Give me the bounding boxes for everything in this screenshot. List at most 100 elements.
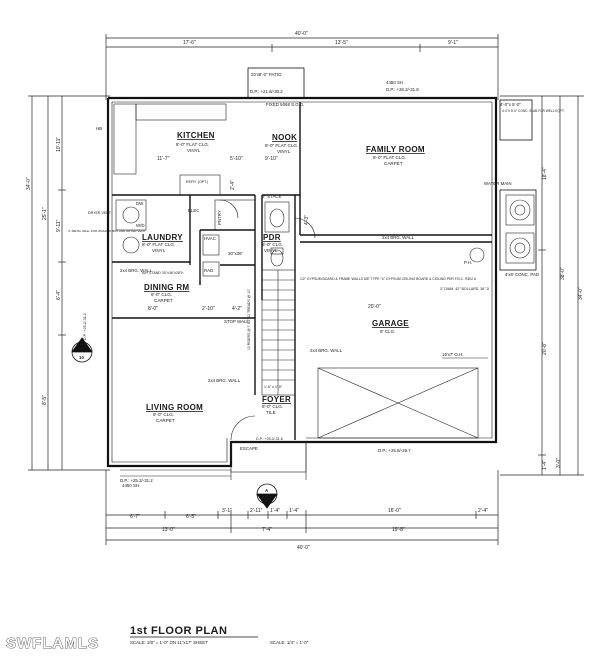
dim-bottom-d2: 6'-5" (186, 514, 196, 520)
dim-left-a: 25'-1" (42, 207, 48, 220)
room-floor-living: CARPET (156, 418, 175, 423)
note-hvac: HVAC (204, 236, 216, 241)
plan-title: 1st FLOOR PLAN (130, 625, 227, 637)
note-patio-dp: D.P.: +21.8/-30.2 (250, 89, 283, 94)
note-gypsum: 1/2" GYPSUM BOARD & FRAME WALLS 5/8" TYP… (300, 277, 476, 281)
note-pantry: PNTRY (217, 210, 222, 225)
note-escape: ESCAPE (240, 446, 258, 451)
note-metal-wall: 4" METAL WALL FOR WASHER BOX AND DRYER V… (68, 229, 146, 233)
note-garage-door: 16'x7' O.H. (442, 352, 463, 357)
room-name-family: FAMILY ROOM (366, 145, 425, 154)
dim-top-total: 40'-0" (295, 31, 308, 37)
room-name-laundry: LAUNDRY (142, 233, 183, 242)
dim-right-a: 38'-0" (560, 267, 566, 280)
note-foyer-dp: D.P.: +25.2/-31.6 (256, 437, 283, 441)
room-floor-dining: CARPET (154, 298, 173, 303)
room-name-kitchen: KITCHEN (177, 131, 215, 140)
dim-pdr-height: 4'-3" (304, 215, 310, 225)
dim-right-total: 34'-0" (578, 287, 584, 300)
note-wd: W/D (136, 223, 145, 228)
room-ceiling-living: 8'-0" CLG. (153, 412, 174, 417)
dim-left-d: 6'-4" (56, 290, 62, 300)
dim-top-a: 17'-6" (183, 40, 196, 46)
room-ceiling-nook: 8'-0" FLAT CLG. (265, 143, 298, 148)
section-marker-1-letter: A (80, 346, 84, 351)
note-stop-wall: STOP WALL (224, 319, 249, 324)
dim-bottom-d4: 2'-11" (250, 508, 263, 514)
note-conc-pad: 4'x8' CONC. PAD (505, 272, 539, 277)
dim-right-c: 20'-8" (542, 342, 548, 355)
note-slab-line1: 4'-0"x 5'-0" (500, 102, 521, 107)
note-risers: 13 RISERS @ 7 1/2" 12 TREADS @ 10" (247, 288, 251, 350)
dim-laundry-height: 2'-4" (230, 180, 236, 190)
note-brg-wall-1: 2x4 BRG. WALL (382, 235, 415, 240)
room-ceiling-kitchen: 8'-0" FLAT CLG. (176, 142, 209, 147)
room-floor-foyer: TILE (266, 410, 276, 415)
room-floor-pdr: VINYL (264, 248, 278, 253)
dim-bottom-d7: 16'-0" (388, 508, 401, 514)
room-name-nook: NOOK (272, 133, 297, 142)
dim-kitchen-width: 11'-7" (157, 156, 170, 162)
dim-left-total: 34'-0" (26, 177, 32, 190)
dim-bottom-d1: 6'-7" (130, 514, 140, 520)
note-slab: 4'-0"x 5'-0" CONC. SLAB FOR WELL EQPT. (502, 109, 565, 113)
dim-left-e: 8'-5" (42, 395, 48, 405)
scale-note-left: SCALE: 1/8" = 1'-0" ON 11"x17" SHEET (130, 640, 208, 645)
dim-kitchen-width-2: 5'-10" (230, 156, 243, 162)
note-ph: P.H. (464, 260, 472, 265)
note-garage-dp: D.P.: +25.8/-29.7 (378, 448, 411, 453)
dim-right-d: 1'-4" (542, 460, 548, 470)
note-brg-wall-4: 2x4 BRG. WALL (120, 268, 153, 273)
dim-nook-width: 9'-10" (265, 156, 278, 162)
room-ceiling-dining: 8'-0" CLG. (151, 292, 172, 297)
room-ceiling-laundry: 8'-0" FLAT CLG. (142, 242, 175, 247)
note-fridge-space: 30"x36" (228, 251, 244, 256)
dim-dining-width: 8'-0" (148, 306, 158, 312)
dim-bottom-c: 19'-8" (392, 527, 405, 533)
dim-right-b: 18'-4" (542, 167, 548, 180)
dim-bottom-d6: 1'-4" (289, 508, 299, 514)
section-marker-2-letter: A (265, 488, 269, 493)
note-dw: DW (136, 201, 144, 206)
note-window-top: 4450 SH (386, 80, 403, 85)
dim-bottom-a: 13'-0" (162, 527, 175, 533)
note-rad: RAD (204, 268, 213, 273)
note-elec: ELEC (188, 208, 199, 213)
dim-left-c: 9'-11" (56, 219, 62, 232)
dim-bottom-b: 7'-4" (262, 527, 272, 533)
note-foyer-dims: 1'-6" x 1'-5" (264, 385, 283, 389)
note-brg-wall-3: 2x4 BRG. WALL (208, 378, 241, 383)
room-floor-family: CARPET (384, 161, 403, 166)
note-water-main: WATER MAIN (484, 181, 512, 186)
dim-bottom-d3: 3'-1" (222, 508, 232, 514)
note-dryer-vent: DRYER VENT (88, 211, 112, 215)
note-bollard: 3" DIAM. 42" BOLLARD, 36" D (440, 287, 490, 291)
dim-bottom-d8: 2'-4" (478, 508, 488, 514)
note-entry-dp: D.P.: +25.2/-31.2 (120, 478, 153, 483)
dim-top-c: 9'-1" (448, 40, 458, 46)
watermark-logo: SWFLAMLS (6, 635, 99, 652)
dim-left-b: 10'-11" (56, 137, 62, 152)
note-entry-window: 4450 SH (122, 483, 139, 488)
section-marker-1-sheet: 10 (79, 355, 84, 360)
room-ceiling-foyer: 8'-0" CLG. (262, 404, 283, 409)
room-ceiling-pdr: 8'-0" CLG. (262, 242, 283, 247)
note-ah-stand: A/H STAND 30"x36"x28"h (142, 271, 183, 275)
note-stack: 3" STACK (262, 194, 282, 199)
dim-dining-width-2: 4'-2" (232, 306, 242, 312)
room-name-dining: DINING RM (144, 283, 189, 292)
dim-top-b: 13'-5" (335, 40, 348, 46)
dim-dining-width-3: 2'-10" (202, 306, 215, 312)
room-name-pdr: PDR (263, 233, 281, 242)
dim-bottom-total: 40'-0" (297, 545, 310, 551)
note-left-dp: D.P.: +25.2/-31.2 (83, 313, 87, 340)
note-patio: 20'x8'-0" PATIO (251, 72, 282, 77)
note-fixed-door: FIXED 5068 S.G.D. (266, 102, 304, 107)
room-floor-laundry: VINYL (152, 248, 166, 253)
room-name-garage: GARAGE (372, 319, 409, 328)
note-brg-wall-2: 2x4 BRG. WALL (310, 348, 343, 353)
room-floor-nook: VINYL (277, 149, 291, 154)
section-marker-2-sheet: 10 (264, 497, 269, 502)
note-refr: REFR. (OPT.) (186, 180, 208, 184)
